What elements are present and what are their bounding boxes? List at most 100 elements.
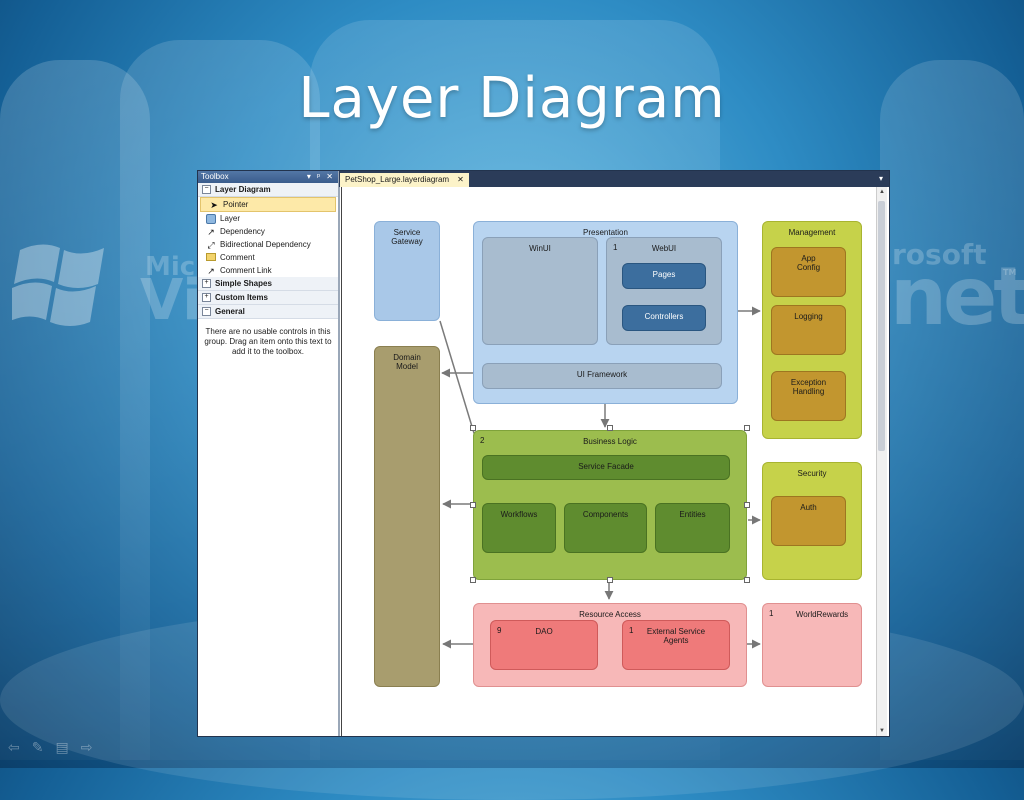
- layer-label: Components: [582, 510, 629, 519]
- background-brand-big-left: Vi: [140, 268, 202, 333]
- layer-label: Controllers: [644, 312, 684, 321]
- bidirectional-dependency-icon: ⤢: [207, 239, 215, 250]
- layer-app-config[interactable]: App Config: [771, 247, 846, 297]
- background-panel-right: [880, 60, 1024, 760]
- selection-handle[interactable]: [470, 425, 476, 431]
- tab-label: PetShop_Large.layerdiagram: [345, 175, 450, 184]
- layer-label: Logging: [794, 312, 823, 321]
- selection-handle[interactable]: [744, 502, 750, 508]
- layer-count: 1: [613, 243, 618, 252]
- selection-handle[interactable]: [470, 502, 476, 508]
- layer-dao[interactable]: 9 DAO: [490, 620, 598, 670]
- layer-label: Presentation: [583, 228, 628, 237]
- layer-icon: [206, 213, 216, 224]
- vertical-scrollbar[interactable]: ▲ ▼: [876, 187, 887, 736]
- layer-count: 2: [480, 436, 485, 445]
- chevron-down-icon[interactable]: ▾: [878, 174, 883, 183]
- previous-slide-icon[interactable]: ⇦: [8, 739, 20, 755]
- layer-controllers[interactable]: Controllers: [622, 305, 706, 331]
- toolbox-window-controls[interactable]: ▾ ᵖ ✕: [306, 172, 335, 181]
- layer-count: 9: [497, 626, 502, 635]
- layer-label: WebUI: [651, 244, 677, 253]
- tab-petshop-layerdiagram[interactable]: PetShop_Large.layerdiagram ✕: [340, 173, 469, 187]
- pen-icon[interactable]: ✎: [31, 739, 44, 755]
- menu-icon[interactable]: ▤: [55, 739, 69, 755]
- windows-logo: [12, 244, 104, 326]
- tab-strip: PetShop_Large.layerdiagram ✕ ▾: [339, 171, 889, 187]
- selection-handle[interactable]: [607, 577, 613, 583]
- toolbox-group-label: Layer Diagram: [215, 185, 271, 194]
- close-icon[interactable]: ✕: [457, 175, 464, 184]
- toolbox-empty-message[interactable]: There are no usable controls in this gro…: [204, 327, 332, 356]
- toolbox-group-simple-shapes[interactable]: + Simple Shapes: [198, 277, 338, 291]
- layer-label: App Config: [796, 254, 821, 272]
- toolbox-group-layer-diagram[interactable]: − Layer Diagram: [198, 183, 338, 197]
- expand-icon[interactable]: +: [202, 279, 211, 288]
- layer-domain-model[interactable]: Domain Model: [374, 346, 440, 687]
- layer-external-service-agents[interactable]: 1 External Service Agents: [622, 620, 730, 670]
- layer-label: Management: [788, 228, 836, 237]
- dependency-gateway-to-business: [439, 320, 482, 454]
- toolbox-item-layer[interactable]: Layer: [198, 212, 338, 225]
- scroll-up-icon[interactable]: ▲: [879, 189, 885, 195]
- toolbox-item-label: Layer: [220, 214, 241, 223]
- toolbox-group-general[interactable]: − General: [198, 305, 338, 319]
- selection-handle[interactable]: [470, 577, 476, 583]
- layer-winui[interactable]: WinUI: [482, 237, 598, 345]
- selection-handle[interactable]: [744, 577, 750, 583]
- layer-label: Auth: [800, 503, 817, 512]
- layer-auth[interactable]: Auth: [771, 496, 846, 546]
- dependency-icon: ↗: [207, 226, 215, 237]
- layer-pages[interactable]: Pages: [622, 263, 706, 289]
- layer-label: Workflows: [500, 510, 538, 519]
- layer-label: Pages: [652, 270, 676, 279]
- document-area: PetShop_Large.layerdiagram ✕ ▾: [339, 171, 889, 736]
- layer-label: WinUI: [529, 244, 551, 253]
- toolbox-item-pointer[interactable]: ➤ Pointer: [200, 197, 336, 212]
- toolbox-item-comment[interactable]: Comment: [198, 251, 338, 264]
- comment-link-icon: ↗: [207, 265, 215, 276]
- toolbox-item-bidirectional-dependency[interactable]: ⤢ Bidirectional Dependency: [198, 238, 338, 251]
- toolbox-group-label: Custom Items: [215, 293, 268, 302]
- layer-label: UI Framework: [576, 370, 628, 379]
- next-slide-icon[interactable]: ⇨: [80, 739, 93, 755]
- toolbox-header: Toolbox ▾ ᵖ ✕: [198, 171, 338, 183]
- layer-label: Service Facade: [578, 462, 634, 471]
- layer-label: Resource Access: [579, 610, 641, 619]
- layer-count: 1: [769, 609, 774, 618]
- layer-service-facade[interactable]: Service Facade: [482, 455, 730, 480]
- layer-label: WorldRewards: [795, 610, 849, 619]
- layer-count: 1: [629, 626, 634, 635]
- expand-icon[interactable]: +: [202, 293, 211, 302]
- toolbox-item-dependency[interactable]: ↗ Dependency: [198, 225, 338, 238]
- toolbox-item-label: Comment Link: [220, 266, 272, 275]
- toolbox-group-custom-items[interactable]: + Custom Items: [198, 291, 338, 305]
- layer-world-rewards[interactable]: 1 WorldRewards: [762, 603, 862, 687]
- comment-icon: [206, 252, 216, 263]
- toolbox-item-label: Comment: [220, 253, 255, 262]
- layer-components[interactable]: Components: [564, 503, 647, 553]
- diagram-canvas[interactable]: Service Gateway Presentation WinUI 1 Web…: [341, 187, 877, 736]
- collapse-icon[interactable]: −: [202, 307, 211, 316]
- slide-title: Layer Diagram: [298, 66, 726, 131]
- layer-label: DAO: [535, 627, 553, 636]
- toolbox-panel: Toolbox ▾ ᵖ ✕ − Layer Diagram ➤ Pointer …: [198, 171, 340, 736]
- scroll-down-icon[interactable]: ▼: [879, 728, 885, 734]
- collapse-icon[interactable]: −: [202, 185, 211, 194]
- selection-handle[interactable]: [744, 425, 750, 431]
- background-brand-big-right: net: [890, 250, 1024, 343]
- toolbox-item-label: Dependency: [220, 227, 265, 236]
- layer-logging[interactable]: Logging: [771, 305, 846, 355]
- layer-entities[interactable]: Entities: [655, 503, 730, 553]
- selection-handle[interactable]: [607, 425, 613, 431]
- layer-workflows[interactable]: Workflows: [482, 503, 556, 553]
- layer-service-gateway[interactable]: Service Gateway: [374, 221, 440, 321]
- ide-window: Toolbox ▾ ᵖ ✕ − Layer Diagram ➤ Pointer …: [197, 170, 890, 737]
- background-brand-right: rosoft: [892, 238, 987, 271]
- layer-ui-framework[interactable]: UI Framework: [482, 363, 722, 389]
- scrollbar-thumb[interactable]: [878, 201, 885, 451]
- layer-label: Business Logic: [583, 437, 637, 446]
- layer-exception-handling[interactable]: Exception Handling: [771, 371, 846, 421]
- background-trademark: TM: [1003, 268, 1017, 277]
- toolbox-item-comment-link[interactable]: ↗ Comment Link: [198, 264, 338, 277]
